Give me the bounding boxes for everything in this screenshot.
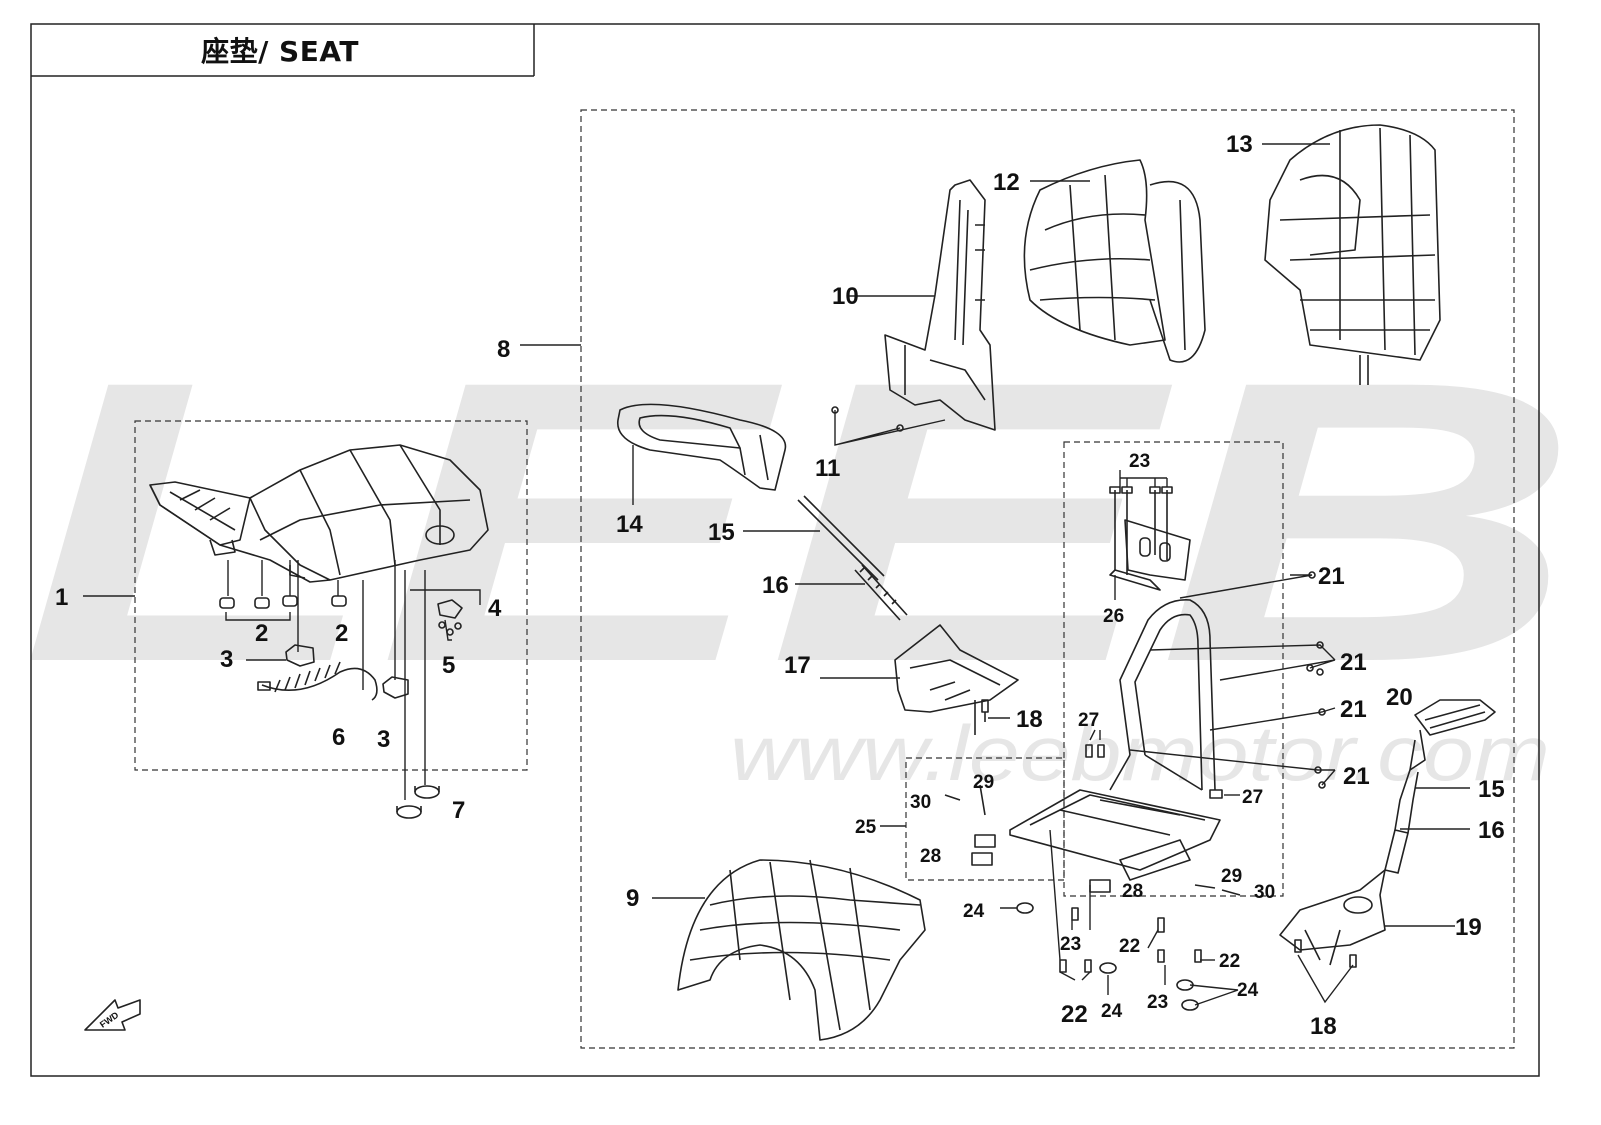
backrest-pole-left <box>797 495 908 621</box>
base-frame-part <box>971 789 1221 893</box>
callout-19: 19 <box>1455 914 1482 941</box>
callout-30: 30 <box>1254 882 1275 903</box>
backrest-support-part <box>831 179 996 432</box>
backrest-shell-part <box>1264 124 1441 385</box>
callout-27: 27 <box>1242 787 1263 808</box>
callout-23: 23 <box>1129 451 1150 472</box>
callout-20: 20 <box>1386 684 1413 711</box>
callout-16: 16 <box>762 572 789 599</box>
callout-5: 5 <box>442 652 455 679</box>
callout-labels: 1 2 2 3 3 4 5 6 7 8 9 10 11 12 13 14 15 … <box>55 131 1505 1040</box>
callout-24: 24 <box>1237 980 1259 1001</box>
callout-29: 29 <box>973 772 994 793</box>
callout-10: 10 <box>832 283 859 310</box>
backrest-assembly-box <box>580 109 1515 1049</box>
callout-18: 18 <box>1016 706 1043 733</box>
callout-17: 17 <box>784 652 811 679</box>
grab-handle-part <box>617 403 787 491</box>
leader-lines <box>83 143 1470 1006</box>
callout-29: 29 <box>1221 866 1242 887</box>
callout-3: 3 <box>377 726 390 753</box>
callout-24: 24 <box>1101 1001 1123 1022</box>
right-pole-assembly <box>1279 699 1496 968</box>
backrest-tube-frame <box>1109 599 1216 791</box>
seat-assembly-box <box>134 420 528 771</box>
seat-part <box>149 444 489 583</box>
callout-21: 21 <box>1343 763 1370 790</box>
fwd-arrow-icon <box>84 999 141 1031</box>
callout-28: 28 <box>1122 881 1143 902</box>
callout-16: 16 <box>1478 817 1505 844</box>
callout-2: 2 <box>335 620 348 647</box>
watermark-brand: LEEB <box>20 298 1580 745</box>
callout-27: 27 <box>1078 710 1099 731</box>
callout-12: 12 <box>993 169 1020 196</box>
callout-25: 25 <box>855 817 877 838</box>
callout-21: 21 <box>1340 649 1367 676</box>
callout-21: 21 <box>1318 563 1345 590</box>
callout-9: 9 <box>626 885 639 912</box>
callout-18: 18 <box>1310 1013 1337 1040</box>
callout-26: 26 <box>1103 606 1124 627</box>
backrest-cushion-part <box>1023 159 1206 363</box>
mounting-plate-part <box>1109 486 1191 591</box>
callout-1: 1 <box>55 584 68 611</box>
callout-15: 15 <box>1478 776 1505 803</box>
outer-frame <box>30 23 1540 1077</box>
callout-8: 8 <box>497 336 510 363</box>
callout-7: 7 <box>452 797 465 824</box>
callout-15: 15 <box>708 519 735 546</box>
callout-6: 6 <box>332 724 345 751</box>
callout-30: 30 <box>910 792 931 813</box>
callout-23: 23 <box>1060 934 1081 955</box>
seat-hardware <box>219 595 463 819</box>
callout-22: 22 <box>1061 1001 1088 1028</box>
fender-part <box>677 859 926 1041</box>
callout-21: 21 <box>1340 696 1367 723</box>
callout-22: 22 <box>1119 936 1140 957</box>
pole-bracket-part <box>894 624 1019 735</box>
callout-13: 13 <box>1226 131 1253 158</box>
callout-14: 14 <box>616 511 643 538</box>
callout-3: 3 <box>220 646 233 673</box>
callout-23: 23 <box>1147 992 1168 1013</box>
part-sketches <box>84 124 1496 1041</box>
callout-28: 28 <box>920 846 941 867</box>
callout-11: 11 <box>815 455 840 482</box>
callout-4: 4 <box>488 595 502 622</box>
callout-22: 22 <box>1219 951 1240 972</box>
callout-2: 2 <box>255 620 268 647</box>
page-title: 座垫/ SEAT <box>201 35 359 68</box>
callout-24: 24 <box>963 901 985 922</box>
